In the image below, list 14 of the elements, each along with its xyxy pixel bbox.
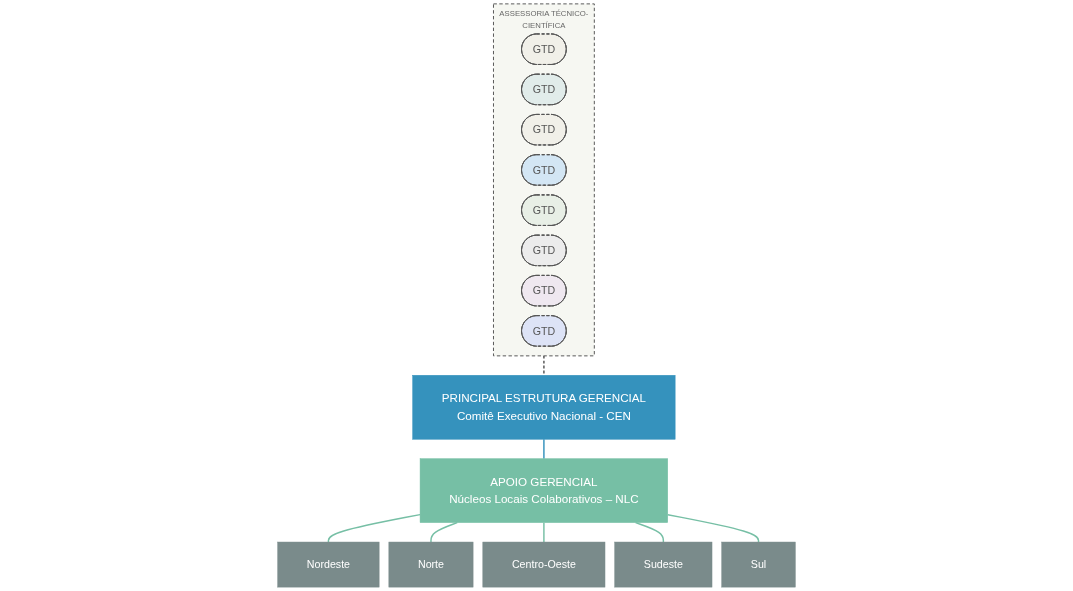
connector (634, 521, 665, 543)
connector (543, 438, 545, 460)
node-box: Sudeste (614, 541, 713, 588)
connector (543, 355, 545, 376)
connector (430, 521, 458, 543)
node-box: Norte (388, 541, 474, 588)
connector (327, 513, 421, 543)
node-box: PRINCIPAL ESTRUTURA GERENCIAL Comitê Executivo Nacional - CEN (412, 375, 676, 440)
node-box: APOIO GERENCIAL Núcleos Locais Colaborativos – NLC (419, 458, 668, 523)
connector (667, 513, 760, 543)
node-box: Centro-Oeste (482, 541, 606, 588)
node-box: Sul (721, 541, 796, 588)
connector (543, 521, 545, 543)
node-box: Nordeste (277, 541, 380, 588)
